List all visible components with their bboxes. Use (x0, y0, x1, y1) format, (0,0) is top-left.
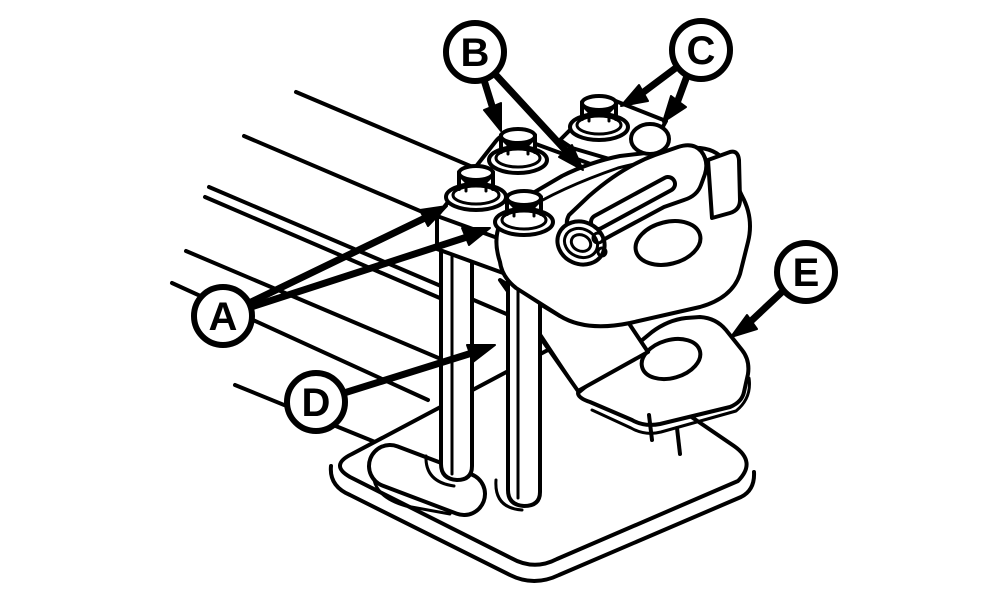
callout-b-arrowhead (558, 144, 584, 171)
callout-e: E (730, 240, 838, 338)
bolt-flange (493, 207, 555, 237)
retainer-lever (555, 143, 709, 267)
callout-a-arrow-shaft (245, 213, 431, 307)
base-tick-mark (647, 413, 654, 442)
callout-b-arrow-shaft (480, 76, 497, 113)
callout-a-arrowhead (461, 227, 491, 246)
callout-d-arrow-shaft (340, 349, 476, 397)
callout-a-arrowhead (419, 205, 448, 227)
callout-b-arrow-shaft (491, 70, 571, 156)
callout-b-label: B (461, 31, 490, 75)
callout-b-arrowhead (483, 102, 502, 132)
callout-c-arrow-shaft (673, 72, 691, 107)
callout-e-arrow-shaft (746, 287, 787, 326)
callout-b: B (443, 20, 584, 171)
background-line (203, 195, 472, 313)
bolt-flange-inner (500, 209, 548, 231)
callout-a-arrow-shaft (247, 233, 471, 311)
callout-a: A (191, 205, 491, 348)
lever-slot-opening (593, 179, 673, 227)
post-foot-flare (424, 454, 456, 488)
right-post (506, 256, 542, 508)
bolt-top (580, 94, 618, 112)
bracket-oval-hole (639, 336, 703, 382)
callout-c-arrowhead (620, 84, 649, 107)
bracket-thickness-edge (590, 376, 751, 435)
callout-e-arrowhead (730, 314, 758, 338)
background-line (184, 249, 457, 367)
barrel-middle-ring (562, 226, 600, 260)
callout-c: C (620, 18, 733, 123)
bolt-facet-lines (581, 104, 617, 123)
callout-c-arrowhead (662, 95, 687, 123)
bolt-flange-inner (575, 114, 623, 136)
stud-posts (424, 227, 542, 512)
callout-d-arrowhead (466, 344, 496, 363)
body-fin-tab (706, 149, 742, 220)
callout-c-label: C (687, 29, 716, 73)
cable-barrel (555, 219, 607, 267)
nut-top (499, 127, 537, 145)
bolt-facet-lines (458, 174, 494, 193)
flat-mounting-bracket (576, 315, 751, 456)
base-plate-thickness-edge (328, 464, 757, 583)
barrel-inner-ring (569, 233, 593, 253)
bolt-top (505, 189, 543, 207)
bolt-flange (568, 112, 630, 142)
callout-a-label: A (209, 295, 238, 339)
hex-flange-nut-upper (487, 127, 549, 175)
callout-a-balloon (191, 284, 255, 348)
callout-e-balloon (774, 240, 838, 304)
base-slot-opening (371, 447, 483, 513)
callout-b-balloon (443, 20, 507, 84)
callout-e-label: E (793, 251, 820, 295)
round-stud (629, 122, 671, 156)
nut-facet-lines (500, 137, 536, 156)
callout-d: D (284, 344, 496, 434)
bolt-flange-inner (451, 184, 501, 206)
nut-flange (487, 145, 549, 175)
hex-flange-bolt-lower (493, 189, 555, 237)
hex-flange-bolt-top (568, 94, 630, 142)
bolt-top (457, 164, 495, 182)
nut-flange-inner (494, 147, 542, 169)
callout-c-balloon (669, 18, 733, 82)
base-slot-depth-line (372, 478, 452, 516)
callout-d-label: D (302, 381, 331, 425)
bolt-facet-lines (506, 199, 542, 218)
barrel-detail-dot (596, 246, 608, 258)
fasteners (444, 94, 671, 237)
base-tick-mark (675, 426, 682, 456)
post-foot-flare (494, 478, 524, 512)
body-oval-hole (633, 219, 703, 267)
callout-c-arrow-shaft (637, 63, 681, 98)
callout-d-balloon (284, 370, 348, 434)
barrel-detail-dot (591, 231, 605, 245)
